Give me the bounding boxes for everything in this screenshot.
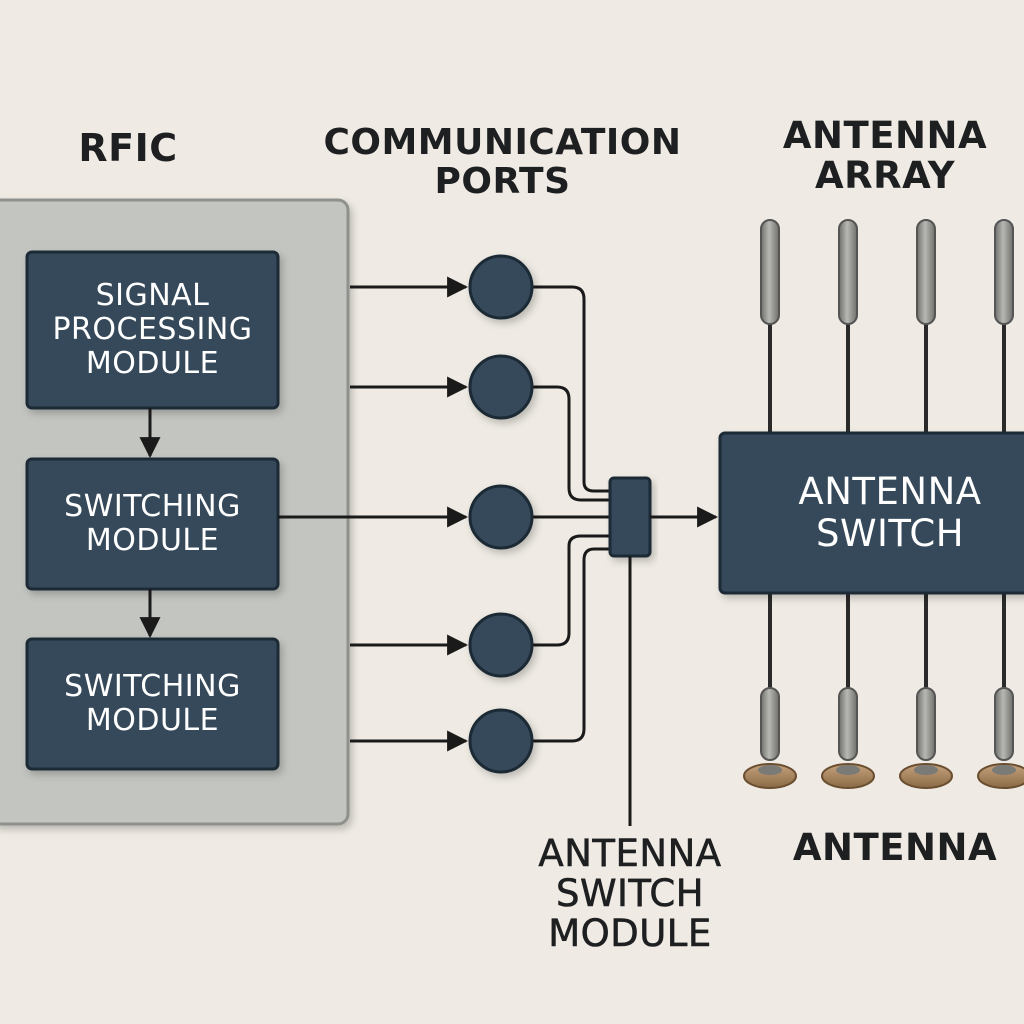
antenna-switch-box (718, 431, 1024, 595)
rfic-label: RFIC (78, 126, 178, 170)
antenna-switch-label: ANTENNA SWITCH (798, 469, 982, 555)
antenna-base (743, 763, 797, 789)
antenna-2 (821, 219, 875, 789)
wire-port-1 (533, 285, 611, 493)
antenna-switch-module-label: ANTENNA SWITCH MODULE (538, 832, 722, 955)
antenna-array-label: ANTENNA ARRAY (782, 114, 988, 197)
antenna-bottom-element (994, 687, 1014, 761)
antenna-bottom-element (838, 687, 858, 761)
switching-module-label-1: SWITCHING MODULE (64, 488, 241, 558)
antenna-top-element (994, 219, 1014, 325)
antenna-top-element (760, 219, 780, 325)
port-2 (468, 354, 534, 420)
port-3 (468, 484, 534, 550)
wire-port-5 (533, 547, 611, 743)
port-4 (468, 612, 534, 678)
wire-port-2 (533, 385, 611, 502)
antenna-3 (899, 219, 953, 789)
signal-processing-module-box (25, 250, 280, 410)
antenna-top-element (838, 219, 858, 325)
antenna-bottom-element (916, 687, 936, 761)
antenna-base (899, 763, 953, 789)
wire-port-4 (533, 534, 611, 647)
antenna-switch-module-block (608, 476, 652, 558)
port-5 (468, 708, 534, 774)
antenna-base (821, 763, 875, 789)
antenna-label: ANTENNA (792, 826, 998, 869)
antenna-top-element (916, 219, 936, 325)
switching-module-box-2 (25, 637, 280, 771)
port-1 (468, 254, 534, 320)
signal-processing-module-label: SIGNAL PROCESSING MODULE (52, 277, 253, 382)
switching-module-box-1 (25, 457, 280, 591)
antenna-1 (743, 219, 797, 789)
communication-ports (468, 254, 534, 774)
antenna-bottom-element (760, 687, 780, 761)
switching-module-label-2: SWITCHING MODULE (64, 668, 241, 738)
communication-ports-label: COMMUNICATION PORTS (323, 122, 682, 202)
